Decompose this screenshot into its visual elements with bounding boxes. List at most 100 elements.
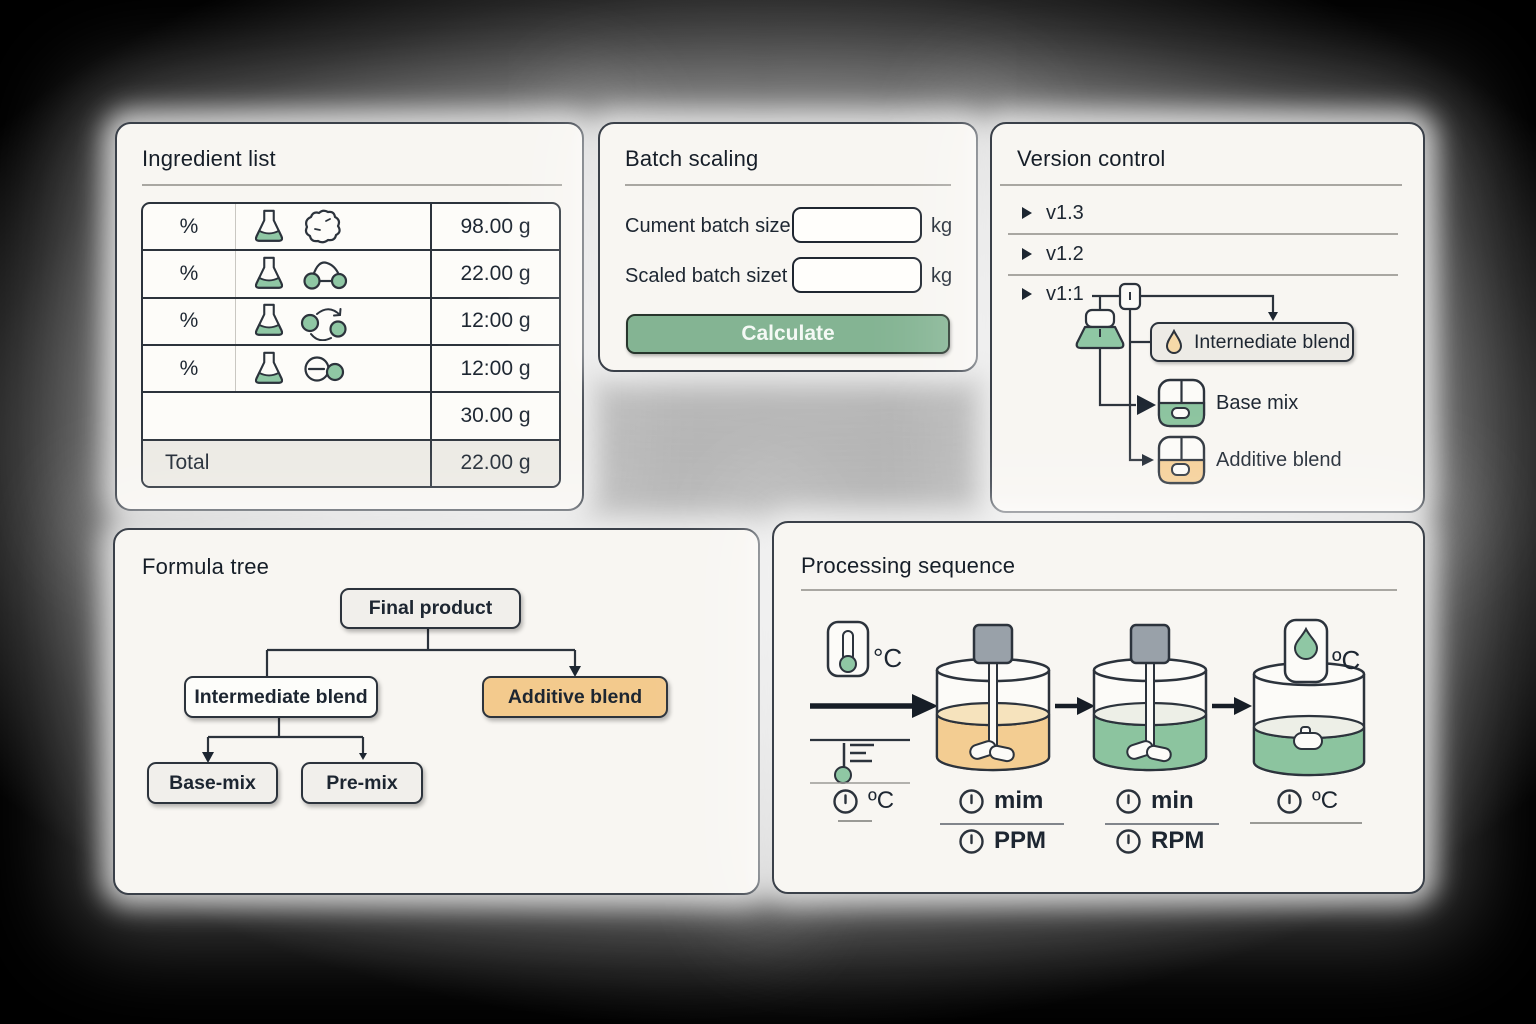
temperature-unit-label: ºC: [1332, 645, 1361, 675]
table-row: % 12:00 g: [143, 298, 559, 346]
stage2-reading: mim: [958, 787, 1043, 815]
gauge-icon: [833, 788, 858, 814]
panel-version-control: Version control v1.3 v1.2 v1:1: [990, 122, 1425, 513]
chevron-right-icon: [1022, 248, 1032, 260]
version-label: v1.2: [1046, 242, 1084, 265]
vessel-stage-4: [1252, 661, 1366, 777]
divider: [625, 184, 951, 186]
ingredient-icon-cell: [236, 204, 432, 250]
stage-arrow: [1212, 697, 1252, 715]
droplet-icon: [1165, 329, 1183, 354]
gauge-icon: [1116, 788, 1141, 814]
divider: [1008, 274, 1398, 276]
base-mix-label[interactable]: Base mix: [1216, 392, 1299, 414]
processing-diagram: [810, 618, 1366, 784]
vessel-stage-2: [935, 623, 1051, 772]
current-batch-size-input[interactable]: [792, 207, 922, 243]
formula-tree-connectors: [202, 625, 581, 763]
amount-cell: 12:00 g: [460, 356, 531, 380]
arrow-right: [1137, 395, 1156, 415]
thermometer-scale-icon: [834, 743, 874, 784]
pre-mix-node[interactable]: Pre-mix: [301, 762, 423, 804]
divider: [940, 823, 1064, 825]
current-batch-size-label: Cument batch size: [625, 215, 791, 237]
stage3-reading: min: [1115, 787, 1194, 815]
table-total-row: Total 22.00 g: [143, 440, 559, 486]
minus-circle-icon: [304, 356, 345, 382]
reading-unit: ºC: [1312, 787, 1339, 814]
gauge-icon: [1277, 788, 1302, 814]
additive-blend-node[interactable]: Additive blend: [482, 676, 668, 718]
divider: [1250, 822, 1362, 824]
calculate-button[interactable]: Calculate: [626, 314, 950, 354]
chevron-right-icon: [1022, 207, 1032, 219]
empty-cell: [143, 393, 432, 439]
percent-cell: %: [143, 345, 236, 392]
total-label: Total: [143, 440, 432, 486]
ingredient-icon-cell: [236, 298, 432, 344]
version-label: v1.3: [1046, 201, 1084, 224]
flask-icon: [254, 256, 284, 289]
batch-scaling-title: Batch scaling: [625, 146, 759, 171]
base-mix-node[interactable]: Base-mix: [147, 762, 278, 804]
table-row: % 22.00 g: [143, 251, 559, 299]
divider: [801, 589, 1397, 591]
version-label: v1:1: [1046, 282, 1084, 305]
panel-ingredient-list: Ingredient list % 98.00 g: [115, 122, 584, 511]
formula-tree-title: Formula tree: [142, 554, 270, 579]
flask-icon: [254, 209, 284, 242]
arrow-down: [1268, 312, 1278, 321]
gauge-icon: [959, 788, 984, 814]
arrow-down: [202, 752, 214, 763]
reading-unit: mim: [994, 787, 1044, 814]
version-row-v1-1[interactable]: v1:1: [1022, 276, 1403, 312]
intermediate-blend-node[interactable]: Internediate blend: [1150, 322, 1354, 362]
amount-cell: 98.00 g: [460, 214, 531, 238]
version-control-title: Version control: [1017, 146, 1166, 171]
additive-blend-label[interactable]: Additive blend: [1216, 449, 1342, 471]
droplet-badge-icon: [1283, 618, 1329, 684]
thermometer-badge-icon: [826, 620, 870, 678]
flask-icon: [254, 304, 284, 337]
scaled-batch-size-label: Scaled batch sizet: [625, 265, 788, 287]
percent-cell: %: [143, 298, 236, 344]
blob-icon: [304, 209, 341, 244]
stage1-reading: ºC: [832, 787, 894, 815]
ingredient-icon-cell: [236, 345, 432, 392]
reading-unit: min: [1151, 787, 1194, 814]
ingredient-list-title: Ingredient list: [142, 146, 276, 171]
total-amount: 22.00 g: [460, 451, 531, 475]
gauge-icon: [959, 828, 984, 854]
table-row: % 12:00 g: [143, 345, 559, 394]
version-row-v1-2[interactable]: v1.2: [1022, 236, 1403, 272]
divider: [838, 820, 872, 822]
divider: [1105, 823, 1219, 825]
tree-connectors: [1092, 294, 1275, 462]
amount-cell: 22.00 g: [460, 261, 531, 285]
percent-cell: %: [143, 251, 236, 297]
stage2-reading: PPM: [958, 827, 1046, 855]
intermediate-blend-node[interactable]: Intermediate blend: [184, 676, 378, 718]
feed-arrow: [810, 694, 938, 718]
vessel-stage-3: [1092, 623, 1208, 772]
amount-cell: 30.00 g: [460, 403, 531, 427]
panel-batch-scaling: Batch scaling Cument batch size kg Scale…: [598, 122, 978, 372]
version-row-v1-3[interactable]: v1.3: [1022, 195, 1403, 231]
panel-processing-sequence: Processing sequence: [772, 521, 1425, 894]
divider: [1000, 184, 1402, 186]
stage4-reading: ºC: [1276, 787, 1338, 815]
reading-unit: RPM: [1151, 827, 1205, 854]
stage-arrow: [1055, 697, 1095, 715]
divider: [1008, 233, 1398, 235]
kg-unit: kg: [931, 265, 953, 287]
amount-cell: 12:00 g: [460, 309, 531, 333]
arrow-down: [359, 753, 367, 760]
percent-cell: %: [143, 204, 236, 250]
mixer-motor-icon: [1129, 623, 1171, 665]
scaled-batch-size-input[interactable]: [792, 257, 922, 293]
final-product-node[interactable]: Final product: [340, 588, 521, 629]
panel-formula-tree: Formula tree Final product Intermediate …: [113, 528, 760, 895]
ingredient-icon-cell: [236, 251, 432, 297]
flask-icon: [254, 351, 284, 384]
reading-unit: ºC: [868, 787, 895, 814]
